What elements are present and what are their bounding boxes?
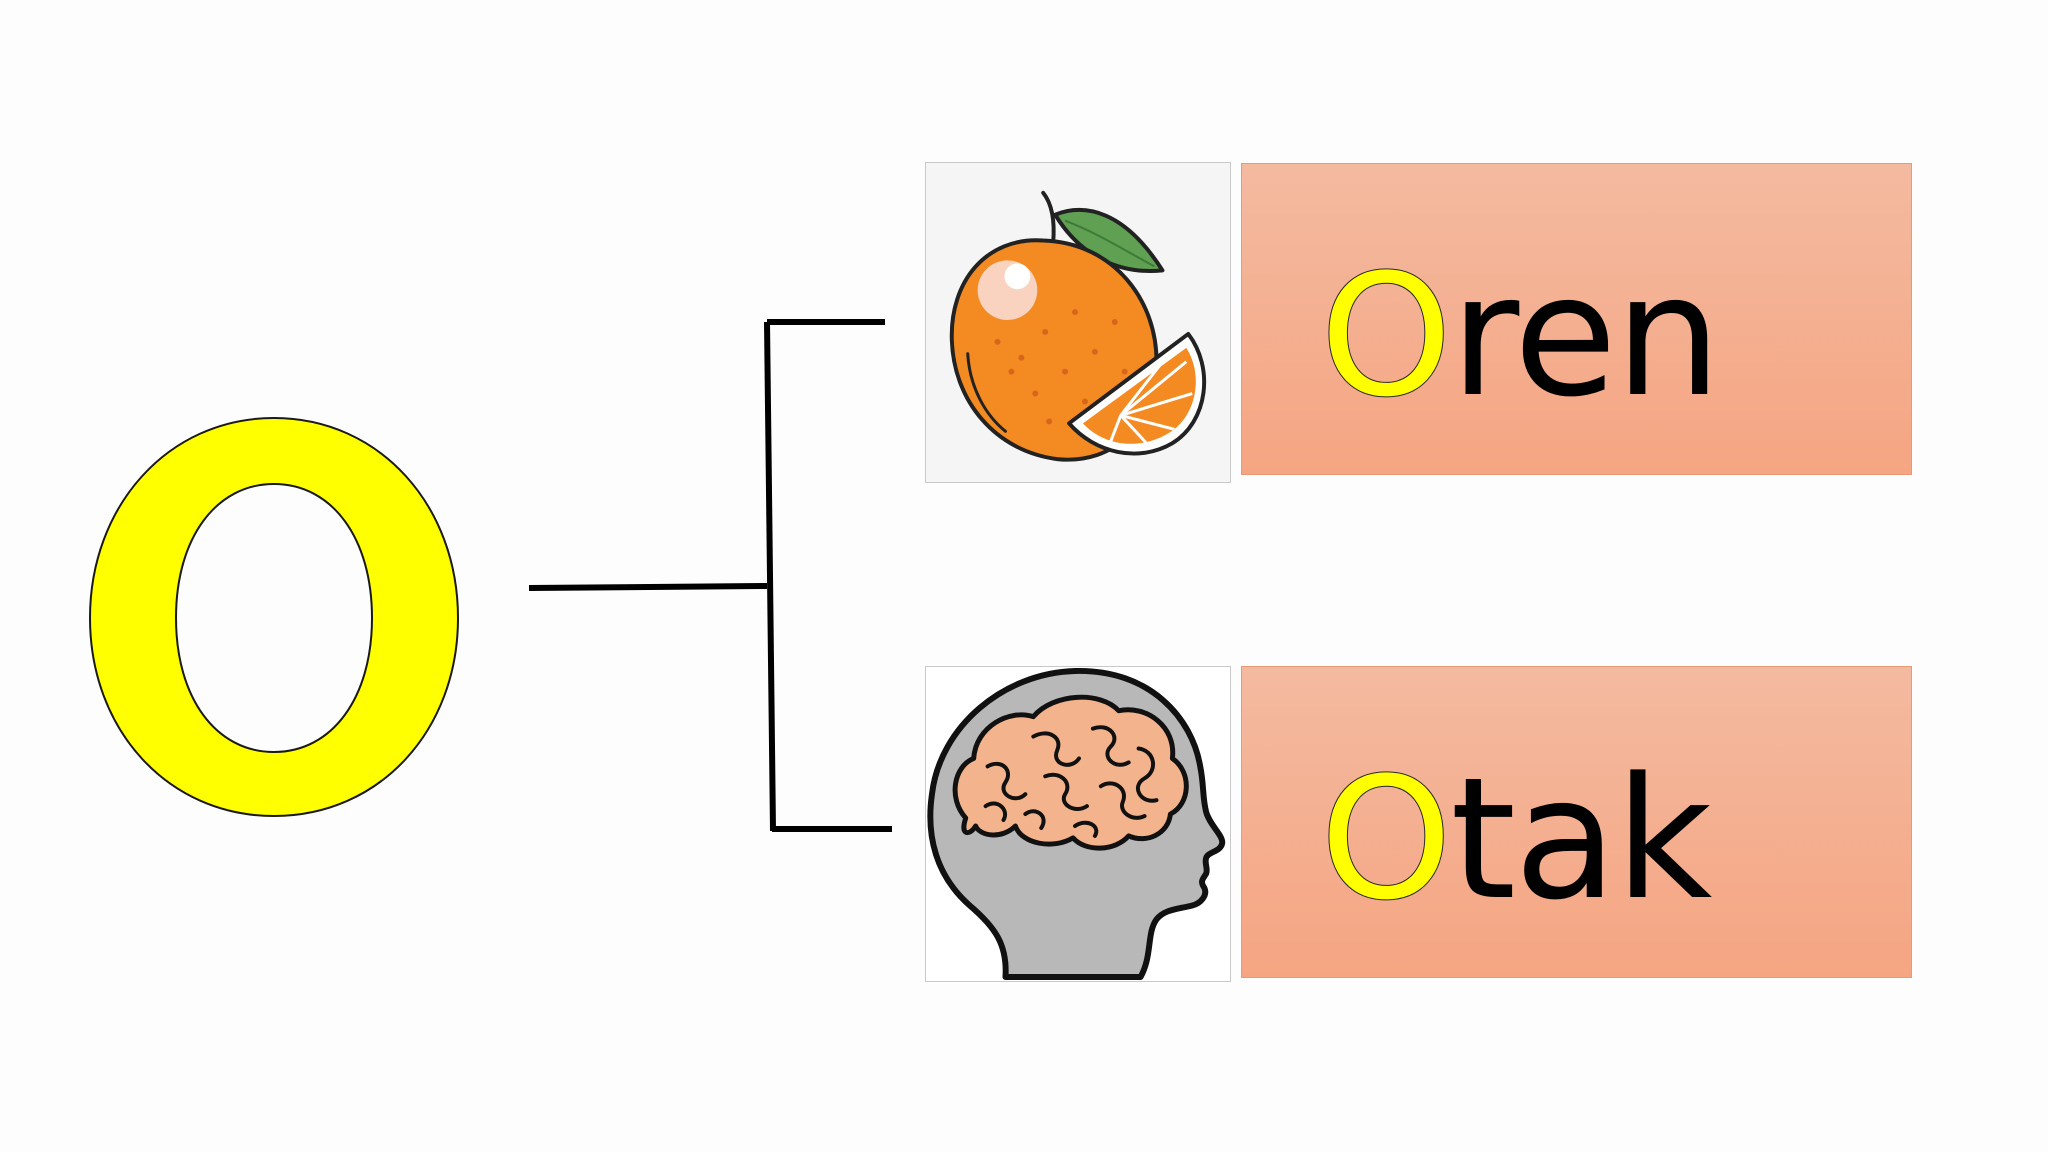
- word-otak: Otak: [1319, 754, 1712, 924]
- big-letter-label: O: [274, 625, 275, 627]
- orange-picture: [925, 162, 1231, 483]
- word-rest: tak: [1450, 741, 1712, 937]
- orange-fruit-icon: [949, 190, 1207, 462]
- word-box-oren: Oren: [1241, 163, 1912, 475]
- word-oren: Oren: [1319, 251, 1721, 421]
- brain-head-icon: [927, 668, 1226, 980]
- word-first-letter: O: [1319, 741, 1453, 937]
- word-box-otak: Otak: [1241, 666, 1912, 978]
- big-letter-o: O: [88, 416, 460, 818]
- word-first-letter: O: [1319, 238, 1453, 434]
- word-rest: ren: [1450, 238, 1721, 434]
- brain-picture: [925, 666, 1231, 982]
